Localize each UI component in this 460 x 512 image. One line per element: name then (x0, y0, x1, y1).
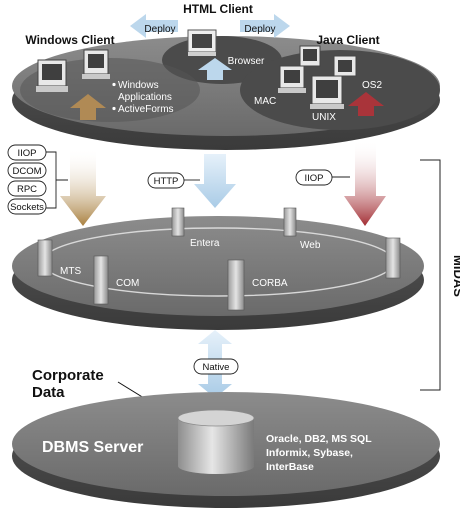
deploy-right-label: Deploy (244, 24, 275, 35)
windows-pc-icon (36, 59, 68, 92)
node-entera-label: Entera (190, 238, 220, 249)
java-platform-unix: UNIX (312, 112, 336, 123)
bullet (112, 82, 116, 87)
java-client-title: Java Client (316, 33, 379, 47)
deploy-left-arrow (130, 14, 178, 38)
corporate-data-label: Data (32, 384, 65, 401)
protocol-label: IIOP (17, 148, 36, 159)
windows-to-midas-arrow (60, 148, 106, 226)
midas-bracket (420, 159, 441, 391)
midas-disk-top (12, 216, 424, 316)
protocol-iiop-right-pill (295, 169, 333, 186)
java-monitor-icon (333, 55, 357, 77)
web-node-post (283, 207, 297, 237)
protocol-label: DCOM (12, 166, 41, 177)
corba-node-post (227, 259, 245, 311)
java-upload-arrow (348, 92, 384, 116)
database-list-line: Oracle, DB2, MS SQL (266, 433, 372, 445)
entera-node-post (171, 207, 185, 237)
windows-item-label: Windows (118, 80, 159, 91)
protocol-http-label: HTTP (154, 176, 179, 187)
deploy-left-label: Deploy (144, 24, 175, 35)
protocol-http-pill (147, 172, 185, 189)
client-tier (12, 36, 440, 150)
node-com-label: COM (116, 278, 139, 289)
protocol-bracket (46, 151, 68, 209)
dbms-server-label: DBMS Server (42, 439, 143, 456)
right-node-post (385, 237, 401, 279)
midas-label: MIDAS (451, 255, 460, 297)
node-corba-label: CORBA (252, 278, 288, 289)
com-node-post (93, 255, 109, 305)
windows-client-title: Windows Client (25, 33, 114, 47)
node-web-label: Web (300, 240, 321, 251)
node-mts-label: MTS (60, 266, 81, 277)
browser-label: Browser (228, 56, 265, 67)
java-to-midas-arrow (344, 140, 386, 226)
database-list-line: InterBase (266, 461, 314, 473)
html-to-midas-arrow (194, 154, 236, 208)
html-client-title: HTML Client (183, 2, 253, 16)
java-platform-os2: OS2 (362, 80, 382, 91)
java-unix-monitor-icon (310, 75, 344, 109)
protocol-dcom-pill (7, 162, 47, 179)
bullet (112, 106, 116, 111)
windows-item-label: Applications (118, 92, 172, 103)
java-platform-mac: MAC (254, 96, 276, 107)
mts-node-post (37, 239, 53, 277)
database-list-line: Informix, Sybase, (266, 447, 353, 459)
native-pill (193, 358, 239, 375)
protocol-iiop-pill (7, 144, 47, 161)
deploy-right-arrow (240, 14, 290, 38)
database-cylinder-icon (177, 409, 255, 474)
midas-tier (12, 216, 424, 330)
java-monitor-icon (299, 45, 321, 67)
protocol-iiop-right-label: IIOP (304, 173, 323, 184)
windows-item-label: ActiveForms (118, 104, 174, 115)
windows-pc-icon (82, 49, 110, 79)
protocol-sockets-pill (7, 198, 47, 215)
protocol-rpc-pill (7, 180, 47, 197)
browser-upload-arrow (198, 58, 232, 80)
windows-upload-arrow (70, 94, 106, 120)
protocol-label: Sockets (10, 202, 44, 213)
native-label: Native (203, 362, 230, 373)
java-mac-monitor-icon (278, 65, 306, 93)
protocol-label: RPC (17, 184, 37, 195)
corporate-data-label: Corporate (32, 367, 104, 384)
browser-monitor-icon (187, 29, 217, 56)
